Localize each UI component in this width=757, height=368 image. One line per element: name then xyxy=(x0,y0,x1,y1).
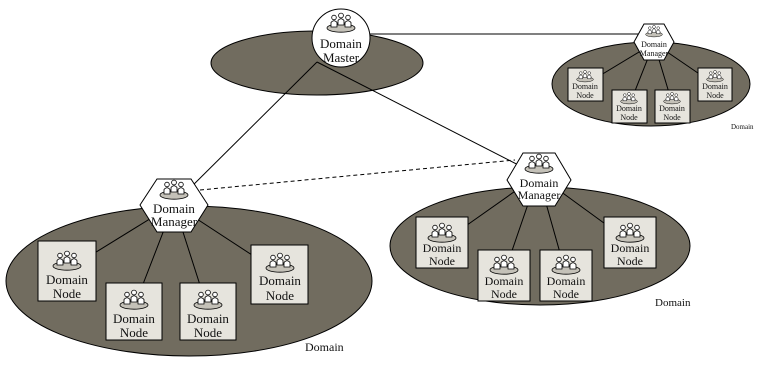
domain-node-left-3[interactable]: Domain Node xyxy=(179,282,237,341)
node-label-line2: Node xyxy=(194,325,222,340)
domain-node-top-right-3[interactable]: Domain Node xyxy=(654,89,691,124)
domain-node-top-right-2[interactable]: Domain Node xyxy=(611,89,648,124)
node-label-line2: Node xyxy=(491,287,517,301)
node-label-line1: Domain xyxy=(113,311,155,326)
domain-node-left-2[interactable]: Domain Node xyxy=(105,282,163,341)
link-managers-dashed xyxy=(199,159,516,191)
node-label-line1: Domain xyxy=(547,274,586,288)
node-label-line1: Domain xyxy=(659,104,685,113)
node-label-line2: Node xyxy=(553,287,579,301)
domain-node-top-right-1[interactable]: Domain Node xyxy=(567,67,604,102)
domain-manager-top-right[interactable]: Domain Manager xyxy=(633,23,675,61)
domain-node-middle-1[interactable]: Domain Node xyxy=(415,216,469,269)
node-label-line2: Node xyxy=(120,325,148,340)
domain-node-middle-2[interactable]: Domain Node xyxy=(477,249,531,302)
domain-node-middle-4[interactable]: Domain Node xyxy=(603,216,657,269)
node-label-line2: Node xyxy=(53,286,81,301)
node-label-line1: Domain xyxy=(46,272,88,287)
node-label-line1: Domain xyxy=(702,82,728,91)
node-label-line1: Domain xyxy=(187,311,229,326)
domain-label-left: Domain xyxy=(305,340,344,354)
manager-label-line1: Domain xyxy=(641,40,667,49)
domain-master-label-line1: Domain xyxy=(320,36,362,51)
node-label-line2: Node xyxy=(620,113,638,122)
node-label-line2: Node xyxy=(617,254,643,268)
manager-label-line2: Manager xyxy=(640,49,669,58)
domain-node-middle-3[interactable]: Domain Node xyxy=(539,249,593,302)
manager-label-line2: Manager xyxy=(518,188,561,202)
node-label-line2: Node xyxy=(266,288,294,303)
manager-label-line2: Manager xyxy=(151,214,198,229)
domain-node-top-right-4[interactable]: Domain Node xyxy=(697,67,733,102)
domain-manager-middle[interactable]: Domain Manager xyxy=(506,152,572,207)
node-label-line1: Domain xyxy=(616,104,642,113)
node-label-line1: Domain xyxy=(572,82,598,91)
node-label-line2: Node xyxy=(576,91,594,100)
domain-node-left-4[interactable]: Domain Node xyxy=(250,244,309,305)
domain-label-middle: Domain xyxy=(655,297,691,309)
domain-node-left-1[interactable]: Domain Node xyxy=(37,240,97,302)
manager-label-line1: Domain xyxy=(153,201,195,216)
node-label-line1: Domain xyxy=(611,241,650,255)
domain-label-top-right: Domain xyxy=(731,123,754,131)
link-master-to-left-manager xyxy=(173,61,318,205)
node-label-line1: Domain xyxy=(485,274,524,288)
node-label-line1: Domain xyxy=(423,241,462,255)
node-label-line2: Node xyxy=(429,254,455,268)
domain-master-label-line2: Master xyxy=(323,50,360,65)
node-label-line1: Domain xyxy=(259,273,301,288)
node-label-line2: Node xyxy=(706,91,724,100)
domain-master[interactable]: Domain Master xyxy=(311,8,371,68)
manager-label-line1: Domain xyxy=(520,176,559,190)
link-master-to-middle-manager xyxy=(316,61,539,176)
node-label-line2: Node xyxy=(663,113,681,122)
domain-manager-left[interactable]: Domain Manager xyxy=(139,178,209,233)
